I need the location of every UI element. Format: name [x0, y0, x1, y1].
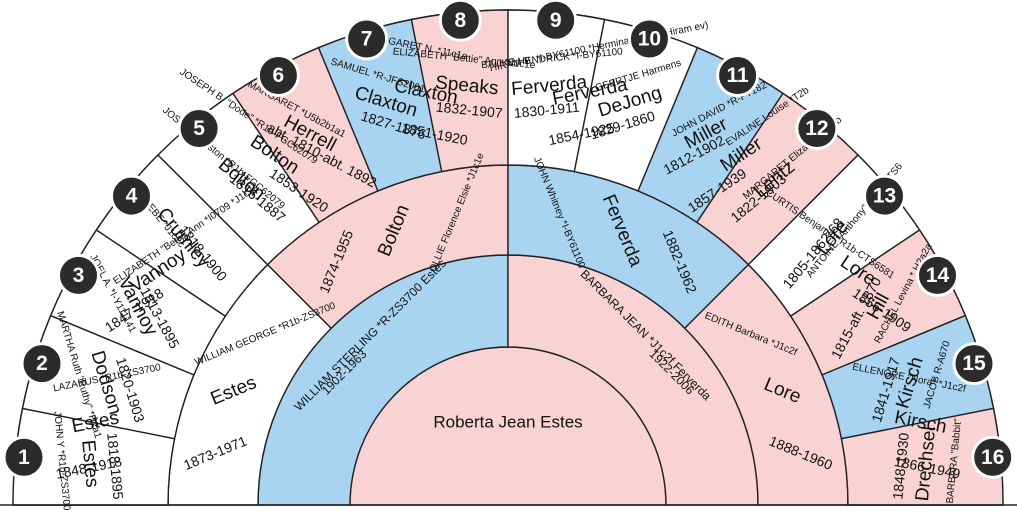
generation-badge: 11 [716, 54, 760, 97]
generation-badge: 7 [345, 17, 389, 61]
badge-number: 15 [962, 352, 986, 375]
generation-badge: 4 [110, 174, 153, 218]
generation-badge: 6 [256, 54, 300, 97]
badge-number: 11 [726, 64, 749, 87]
generation-badge: 10 [627, 17, 671, 61]
badge-number: 13 [873, 185, 896, 208]
badge-number: 4 [126, 185, 138, 208]
generation-badge: 16 [971, 435, 1015, 479]
badge-number: 3 [73, 264, 85, 287]
generation-badge: 9 [534, 0, 578, 42]
badge-number: 9 [550, 9, 562, 32]
generation-badge: 15 [952, 342, 996, 386]
person-dates: 1818-1895 [104, 432, 126, 500]
generation-badge: 8 [438, 0, 482, 42]
person-surname: Estes [77, 439, 103, 488]
generation-badge: 5 [177, 107, 221, 150]
center-person-name: Roberta Jean Estes [433, 412, 582, 431]
badge-number: 2 [36, 352, 48, 375]
generation-badge: 12 [795, 107, 839, 150]
badge-number: 16 [981, 446, 1004, 469]
generation-badge: 3 [57, 253, 100, 297]
generation-badge: 13 [863, 174, 906, 218]
badge-number: 7 [361, 28, 373, 51]
person-dates: 1848-1930 [889, 432, 911, 500]
badge-number: 10 [638, 28, 661, 51]
generation-badge: 14 [916, 253, 959, 297]
badge-number: 1 [18, 446, 30, 469]
badge-number: 12 [805, 117, 828, 140]
person-dates: 1832-1907 [435, 99, 503, 121]
person-dates: 1830-1911 [513, 99, 580, 121]
badge-number: 8 [454, 9, 466, 32]
generation-badge: 1 [2, 435, 46, 479]
badge-number: 14 [926, 264, 950, 287]
badge-number: 5 [193, 117, 205, 140]
badge-number: 6 [273, 64, 285, 87]
generation-badge: 2 [20, 342, 64, 386]
